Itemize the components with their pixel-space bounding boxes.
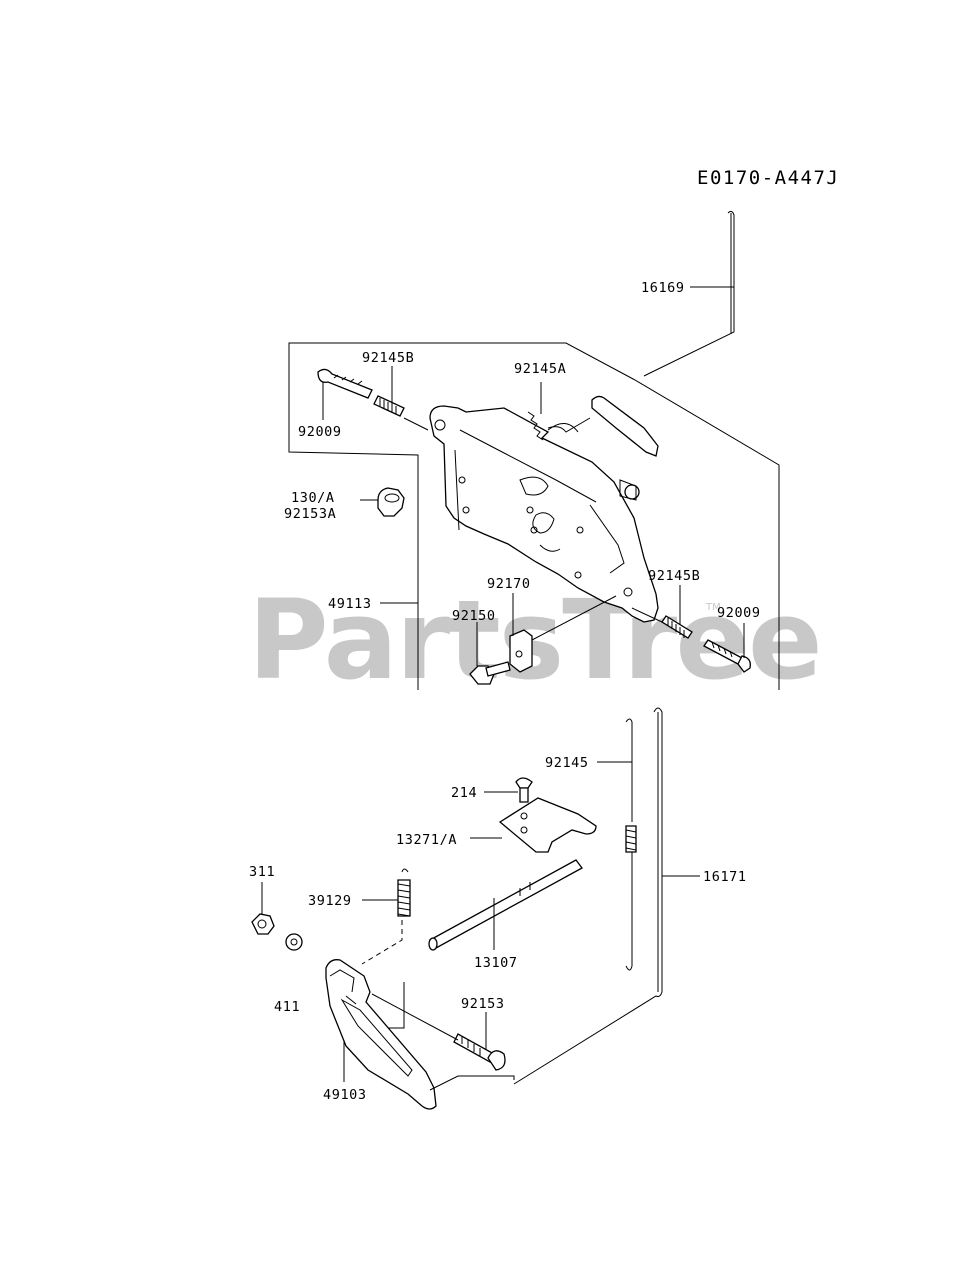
spring-92145B-right[interactable]	[631, 585, 693, 639]
label-16169[interactable]: 16169	[641, 280, 685, 296]
label-13271A[interactable]: 13271/A	[396, 832, 457, 848]
nut-311[interactable]	[251, 882, 275, 935]
label-39129[interactable]: 39129	[308, 893, 352, 909]
label-92150[interactable]: 92150	[452, 608, 496, 624]
rod-16169[interactable]	[643, 210, 735, 377]
diagram-code: E0170-A447J	[697, 167, 839, 189]
bracket-92170[interactable]	[509, 593, 617, 673]
label-92009-right[interactable]: 92009	[717, 605, 761, 621]
lever-arm-upper[interactable]	[591, 395, 659, 501]
label-92145A[interactable]: 92145A	[514, 361, 566, 377]
washer-411[interactable]	[285, 933, 303, 951]
label-92153A[interactable]: 92153A	[284, 506, 336, 522]
plate-13271A[interactable]	[470, 797, 597, 853]
control-plate-49113[interactable]	[429, 405, 659, 623]
bolt-92153[interactable]	[371, 993, 506, 1071]
label-411[interactable]: 411	[274, 999, 300, 1015]
lever-49103[interactable]	[325, 959, 515, 1110]
spring-92145B-top[interactable]	[373, 366, 429, 431]
label-92145[interactable]: 92145	[545, 755, 589, 771]
screw-214[interactable]	[484, 777, 533, 803]
label-49103[interactable]: 49103	[323, 1087, 367, 1103]
spring-92145A[interactable]	[527, 382, 591, 441]
label-13107[interactable]: 13107	[474, 955, 518, 971]
label-92145B-right[interactable]: 92145B	[648, 568, 700, 584]
shaft-13107[interactable]	[428, 859, 583, 951]
spring-39129[interactable]	[361, 868, 411, 1029]
label-311[interactable]: 311	[249, 864, 275, 880]
assembly-outline-top	[288, 342, 780, 690]
screw-92009-right[interactable]	[703, 623, 751, 673]
watermark-tm: TM	[705, 602, 721, 613]
bolt-92150[interactable]	[469, 622, 511, 685]
label-49113[interactable]: 49113	[328, 596, 372, 612]
label-214[interactable]: 214	[451, 785, 477, 801]
label-92153[interactable]: 92153	[461, 996, 505, 1012]
screw-92009-top[interactable]	[317, 368, 373, 420]
spring-92145[interactable]	[597, 718, 637, 971]
rod-16171[interactable]	[513, 707, 700, 1085]
label-92145B-top[interactable]: 92145B	[362, 350, 414, 366]
label-92170[interactable]: 92170	[487, 576, 531, 592]
label-16171[interactable]: 16171	[703, 869, 747, 885]
label-92009-top[interactable]: 92009	[298, 424, 342, 440]
nut-92153A[interactable]	[360, 487, 405, 517]
label-130A[interactable]: 130/A	[291, 490, 335, 506]
watermark-text: PartsTree	[248, 576, 821, 704]
